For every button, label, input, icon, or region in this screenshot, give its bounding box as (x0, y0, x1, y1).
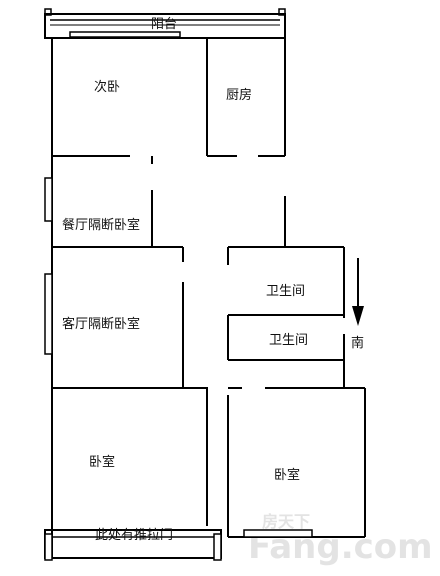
balcony-rail (44, 8, 286, 39)
label-sliding-door-note: 此处有推拉门 (95, 528, 173, 543)
watermark-brand: 房天下 (262, 512, 310, 531)
outer-walls (51, 38, 366, 558)
label-bedroom-left: 卧室 (89, 454, 115, 470)
label-bathroom-2: 卫生间 (269, 333, 308, 348)
label-second-bedroom: 次卧 (94, 79, 120, 95)
compass-arrow-head (352, 306, 364, 326)
interior-walls (52, 37, 344, 537)
bottom-balcony-left (44, 529, 222, 561)
label-balcony: 阳台 (151, 17, 177, 32)
compass: 南 (351, 258, 364, 351)
window-bedroom-right (243, 529, 313, 538)
window-dining (44, 177, 53, 222)
label-living-partition-bedroom: 客厅隔断卧室 (62, 316, 140, 332)
compass-south-label: 南 (351, 335, 364, 351)
window-living (44, 273, 53, 355)
label-bedroom-right: 卧室 (274, 467, 300, 483)
label-dining-partition-bedroom: 餐厅隔断卧室 (62, 217, 140, 233)
label-kitchen: 厨房 (226, 87, 252, 103)
watermark: 房天下 Fang.com (248, 512, 433, 567)
windows-left (44, 177, 53, 355)
label-bathroom-1: 卫生间 (266, 284, 305, 299)
